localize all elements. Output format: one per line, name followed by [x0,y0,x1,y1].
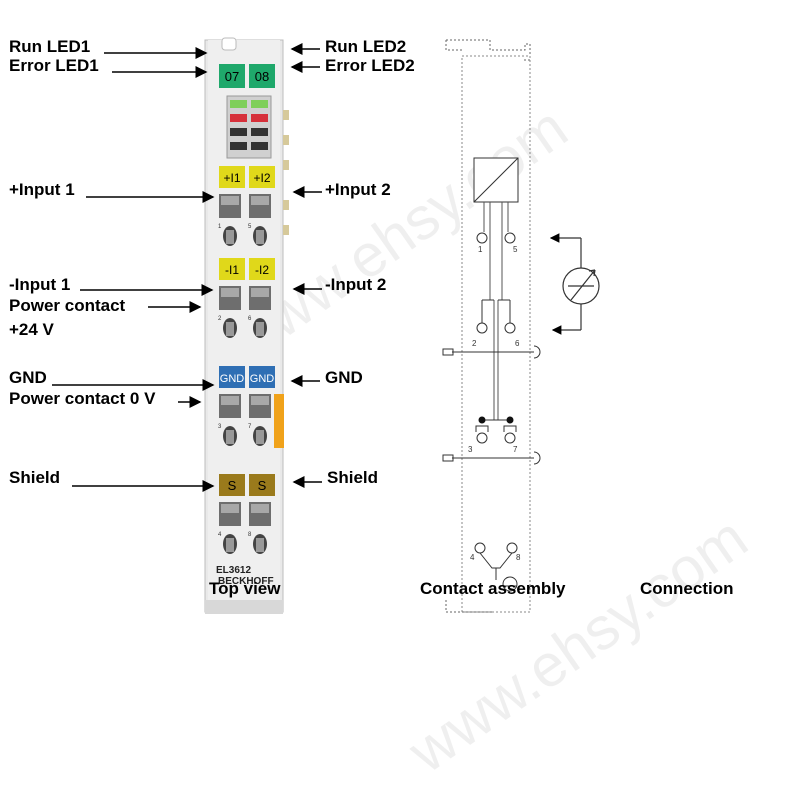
minus-i1-label: -I1 [225,263,239,277]
minus-i2-label: -I2 [255,263,269,277]
gnd-labels: GND GND [219,366,275,388]
plus-24v-label: +24 V [9,320,54,339]
pin-4-label: 4 [218,532,222,538]
callout-arrows [52,43,322,492]
schem-pin-6: 6 [515,339,520,348]
model-label: EL3612 [216,565,251,576]
caption-connection: Connection [640,579,734,598]
run-led2-label: Run LED2 [325,37,407,56]
shield-right-label: Shield [327,468,379,487]
plus-input1-label: +Input 1 [9,180,75,199]
spring-terminals-1[interactable] [219,194,271,246]
led-08-label: 08 [255,69,269,84]
shield-left-label: Shield [9,468,61,487]
variable-resistor-icon [549,233,600,335]
power-contact-label: Power contact [9,296,126,315]
caption-contact-assembly: Contact assembly [420,579,566,598]
led-07 [219,64,245,88]
pin-3-label: 3 [218,424,222,430]
plus-input2-label: +Input 2 [325,180,391,199]
pin-8-label: 8 [248,532,252,538]
shield1-label: S [228,478,237,493]
spring-terminals-2[interactable] [219,286,271,338]
minus-input2-label: -Input 2 [325,275,387,294]
plus-i1-label: +I1 [223,171,240,185]
spring-terminals-4[interactable] [219,502,271,554]
input-plus-labels: +I1 +I2 [219,166,275,188]
brand-label: BECKHOFF [218,576,274,587]
gnd1-label: GND [220,373,245,385]
spring-terminals-3[interactable] [219,394,284,448]
gnd-right-label: GND [325,368,363,387]
input-minus-labels: -I1 -I2 [219,258,275,280]
shield-labels: S S [219,474,275,496]
schem-pin-1: 1 [478,245,483,254]
schem-pin-3: 3 [468,445,473,454]
pin-2-label: 2 [218,316,222,322]
pin-1-label: 1 [218,224,222,230]
schem-pin-5: 5 [513,245,518,254]
led-08 [249,64,275,88]
led-07-label: 07 [225,69,239,84]
error-led2-label: Error LED2 [325,56,415,75]
schem-pin-2: 2 [472,339,477,348]
power-contact-orange [274,394,284,448]
schem-pin-8: 8 [516,553,521,562]
pin-6-label: 6 [248,316,252,322]
diagram-canvas: 07 08 +I1 +I2 1 5 -I1 -I2 [52,37,600,614]
led-block: 07 08 [219,64,275,159]
schem-pin-7: 7 [513,445,518,454]
pin-7-label: 7 [248,424,252,430]
gnd2-label: GND [250,373,275,385]
plus-i2-label: +I2 [253,171,270,185]
schem-pin-4: 4 [470,553,475,562]
pin-5-label: 5 [248,224,252,230]
gnd-left-label: GND [9,368,47,387]
shield2-label: S [258,478,267,493]
caption-top-view: Top view [209,579,281,598]
minus-input1-label: -Input 1 [9,275,71,294]
contact-assembly [442,39,541,613]
error-led1-label: Error LED1 [9,56,99,75]
power-contact-0v-label: Power contact 0 V [9,389,156,408]
run-led1-label: Run LED1 [9,37,91,56]
